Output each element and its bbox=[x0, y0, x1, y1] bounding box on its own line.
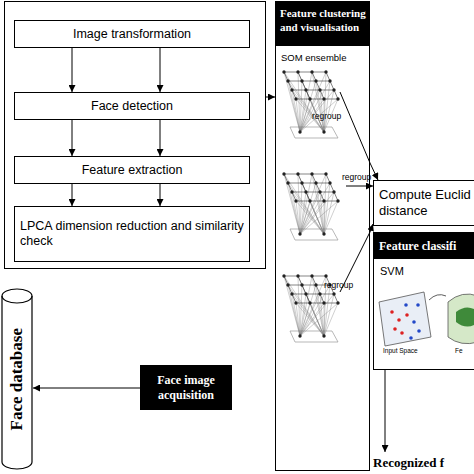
process-box: Face detection bbox=[14, 92, 250, 120]
input-box: Face image acquisition bbox=[140, 365, 232, 410]
arrow-connector bbox=[266, 97, 275, 98]
process-box: Compute Euclid distance bbox=[373, 180, 474, 226]
node-heading: Face database bbox=[7, 328, 27, 430]
group-box: Image transformationFace detectionFeatur… bbox=[4, 1, 266, 269]
process-box: LPCA dimension reduction and similarity … bbox=[14, 206, 250, 262]
process-box: Feature extraction bbox=[14, 156, 250, 184]
node-heading: LPCA dimension reduction and similarity … bbox=[15, 219, 249, 249]
node-label: SOM ensemble bbox=[281, 52, 346, 63]
node-heading: Image transformation bbox=[73, 27, 191, 42]
node-heading: Face image acquisition bbox=[141, 373, 231, 403]
database-cylinder: Face database bbox=[1, 288, 33, 470]
node-heading: Feature extraction bbox=[82, 163, 183, 178]
output-text: Recognized f bbox=[371, 452, 474, 474]
node-label: SVM bbox=[380, 265, 404, 278]
node-heading: Compute Euclid distance bbox=[374, 187, 474, 218]
cylinder-body bbox=[2, 289, 32, 469]
edge-label: regroup bbox=[342, 173, 371, 182]
node-heading: Feature clustering and visualisation bbox=[276, 2, 369, 46]
node-heading: Recognized f bbox=[371, 455, 444, 474]
arrow-connector bbox=[33, 388, 140, 389]
edge-label: regroup bbox=[312, 112, 341, 121]
cylinder-rim bbox=[2, 296, 32, 303]
node-heading: Feature classifi bbox=[374, 233, 474, 259]
axis-label: Fe bbox=[455, 348, 463, 355]
arrow-connector bbox=[385, 370, 386, 452]
node-heading: Face detection bbox=[91, 99, 173, 114]
process-box: Image transformation bbox=[14, 20, 250, 48]
edge-label: regroup bbox=[324, 281, 353, 290]
stage-panel: Feature clustering and visualisationSOM … bbox=[275, 1, 370, 471]
axis-label: Input Space bbox=[383, 348, 418, 355]
